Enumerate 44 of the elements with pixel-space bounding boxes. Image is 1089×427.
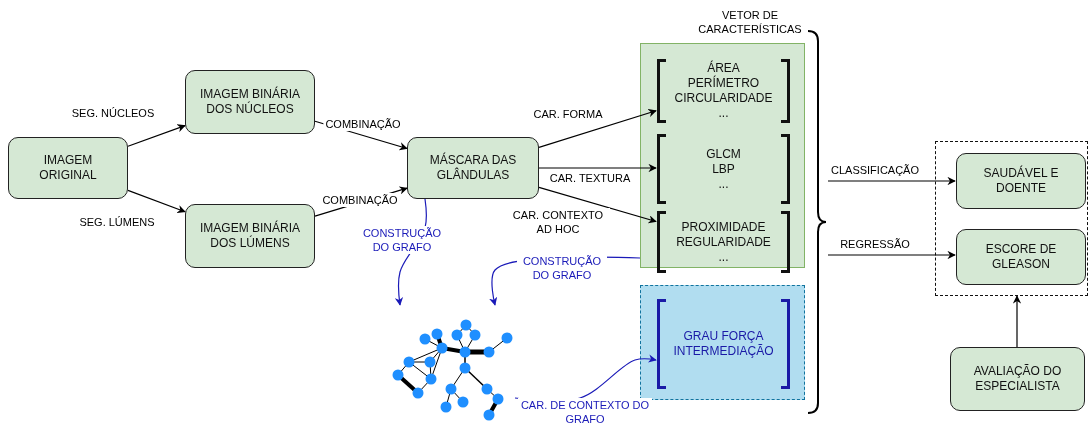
heading-label: VETOR DE CARACTERÍSTICAS [697,8,803,36]
node-label: ÁREA PERÍMETRO CIRCULARIDADE ... [674,61,773,121]
process-box [185,70,315,134]
edge-label: SEG. LÚMENS [77,215,157,229]
arrow [827,176,956,186]
edge-label: COMBINAÇÃO [320,193,400,207]
edge-label: COMBINAÇÃO [323,117,403,131]
node-label: IMAGEM BINÁRIA DOS LÚMENS [199,221,301,251]
node-label: IMAGEM BINÁRIA DOS NÚCLEOS [199,87,301,117]
node-label: ESCORE DE GLEASON [984,242,1058,272]
graph-feature-panel [640,285,805,400]
edge-label: CONSTRUÇÃO DO GRAFO [517,254,607,282]
node-label: SAUDÁVEL E DOENTE [982,166,1060,196]
edge-label: CAR. FORMA [531,107,605,121]
node-label: AVALIAÇÃO DO ESPECIALISTA [972,364,1063,394]
node-label: GLCM LBP ... [706,146,741,192]
arrow [127,124,186,147]
arrow [827,250,956,260]
process-box [8,137,128,199]
arrow [538,109,657,148]
arrow [127,189,186,213]
curly-brace [806,30,828,414]
node-label: PROXIMIDADE REGULARIDADE ... [676,219,771,265]
feature-bracket-group [657,299,790,389]
process-box [185,204,315,268]
feature-bracket-group [657,134,790,204]
arrow [1012,295,1022,348]
process-box [956,229,1086,285]
node-label: MÁSCARA DAS GLÂNDULAS [428,153,518,183]
feature-bracket-group [657,59,790,123]
feature-bracket-group [657,211,790,273]
arrow [538,186,657,224]
dashed-group-box [935,141,1088,296]
process-box [956,153,1086,209]
node-label: IMAGEM ORIGINAL [38,153,98,183]
node-label: GRAU FORÇA INTERMEDIAÇÃO [673,329,774,359]
process-box [950,347,1085,411]
edge-label: REGRESSÃO [838,237,912,251]
edge-label: CAR. DE CONTEXTO DO GRAFO [518,398,652,426]
edge-label: CLASSIFICAÇÃO [829,163,921,177]
arrow [538,163,657,173]
edge-label: SEG. NÚCLEOS [69,106,157,120]
process-box [407,137,539,199]
edge-label: CAR. TEXTURA [547,171,633,185]
